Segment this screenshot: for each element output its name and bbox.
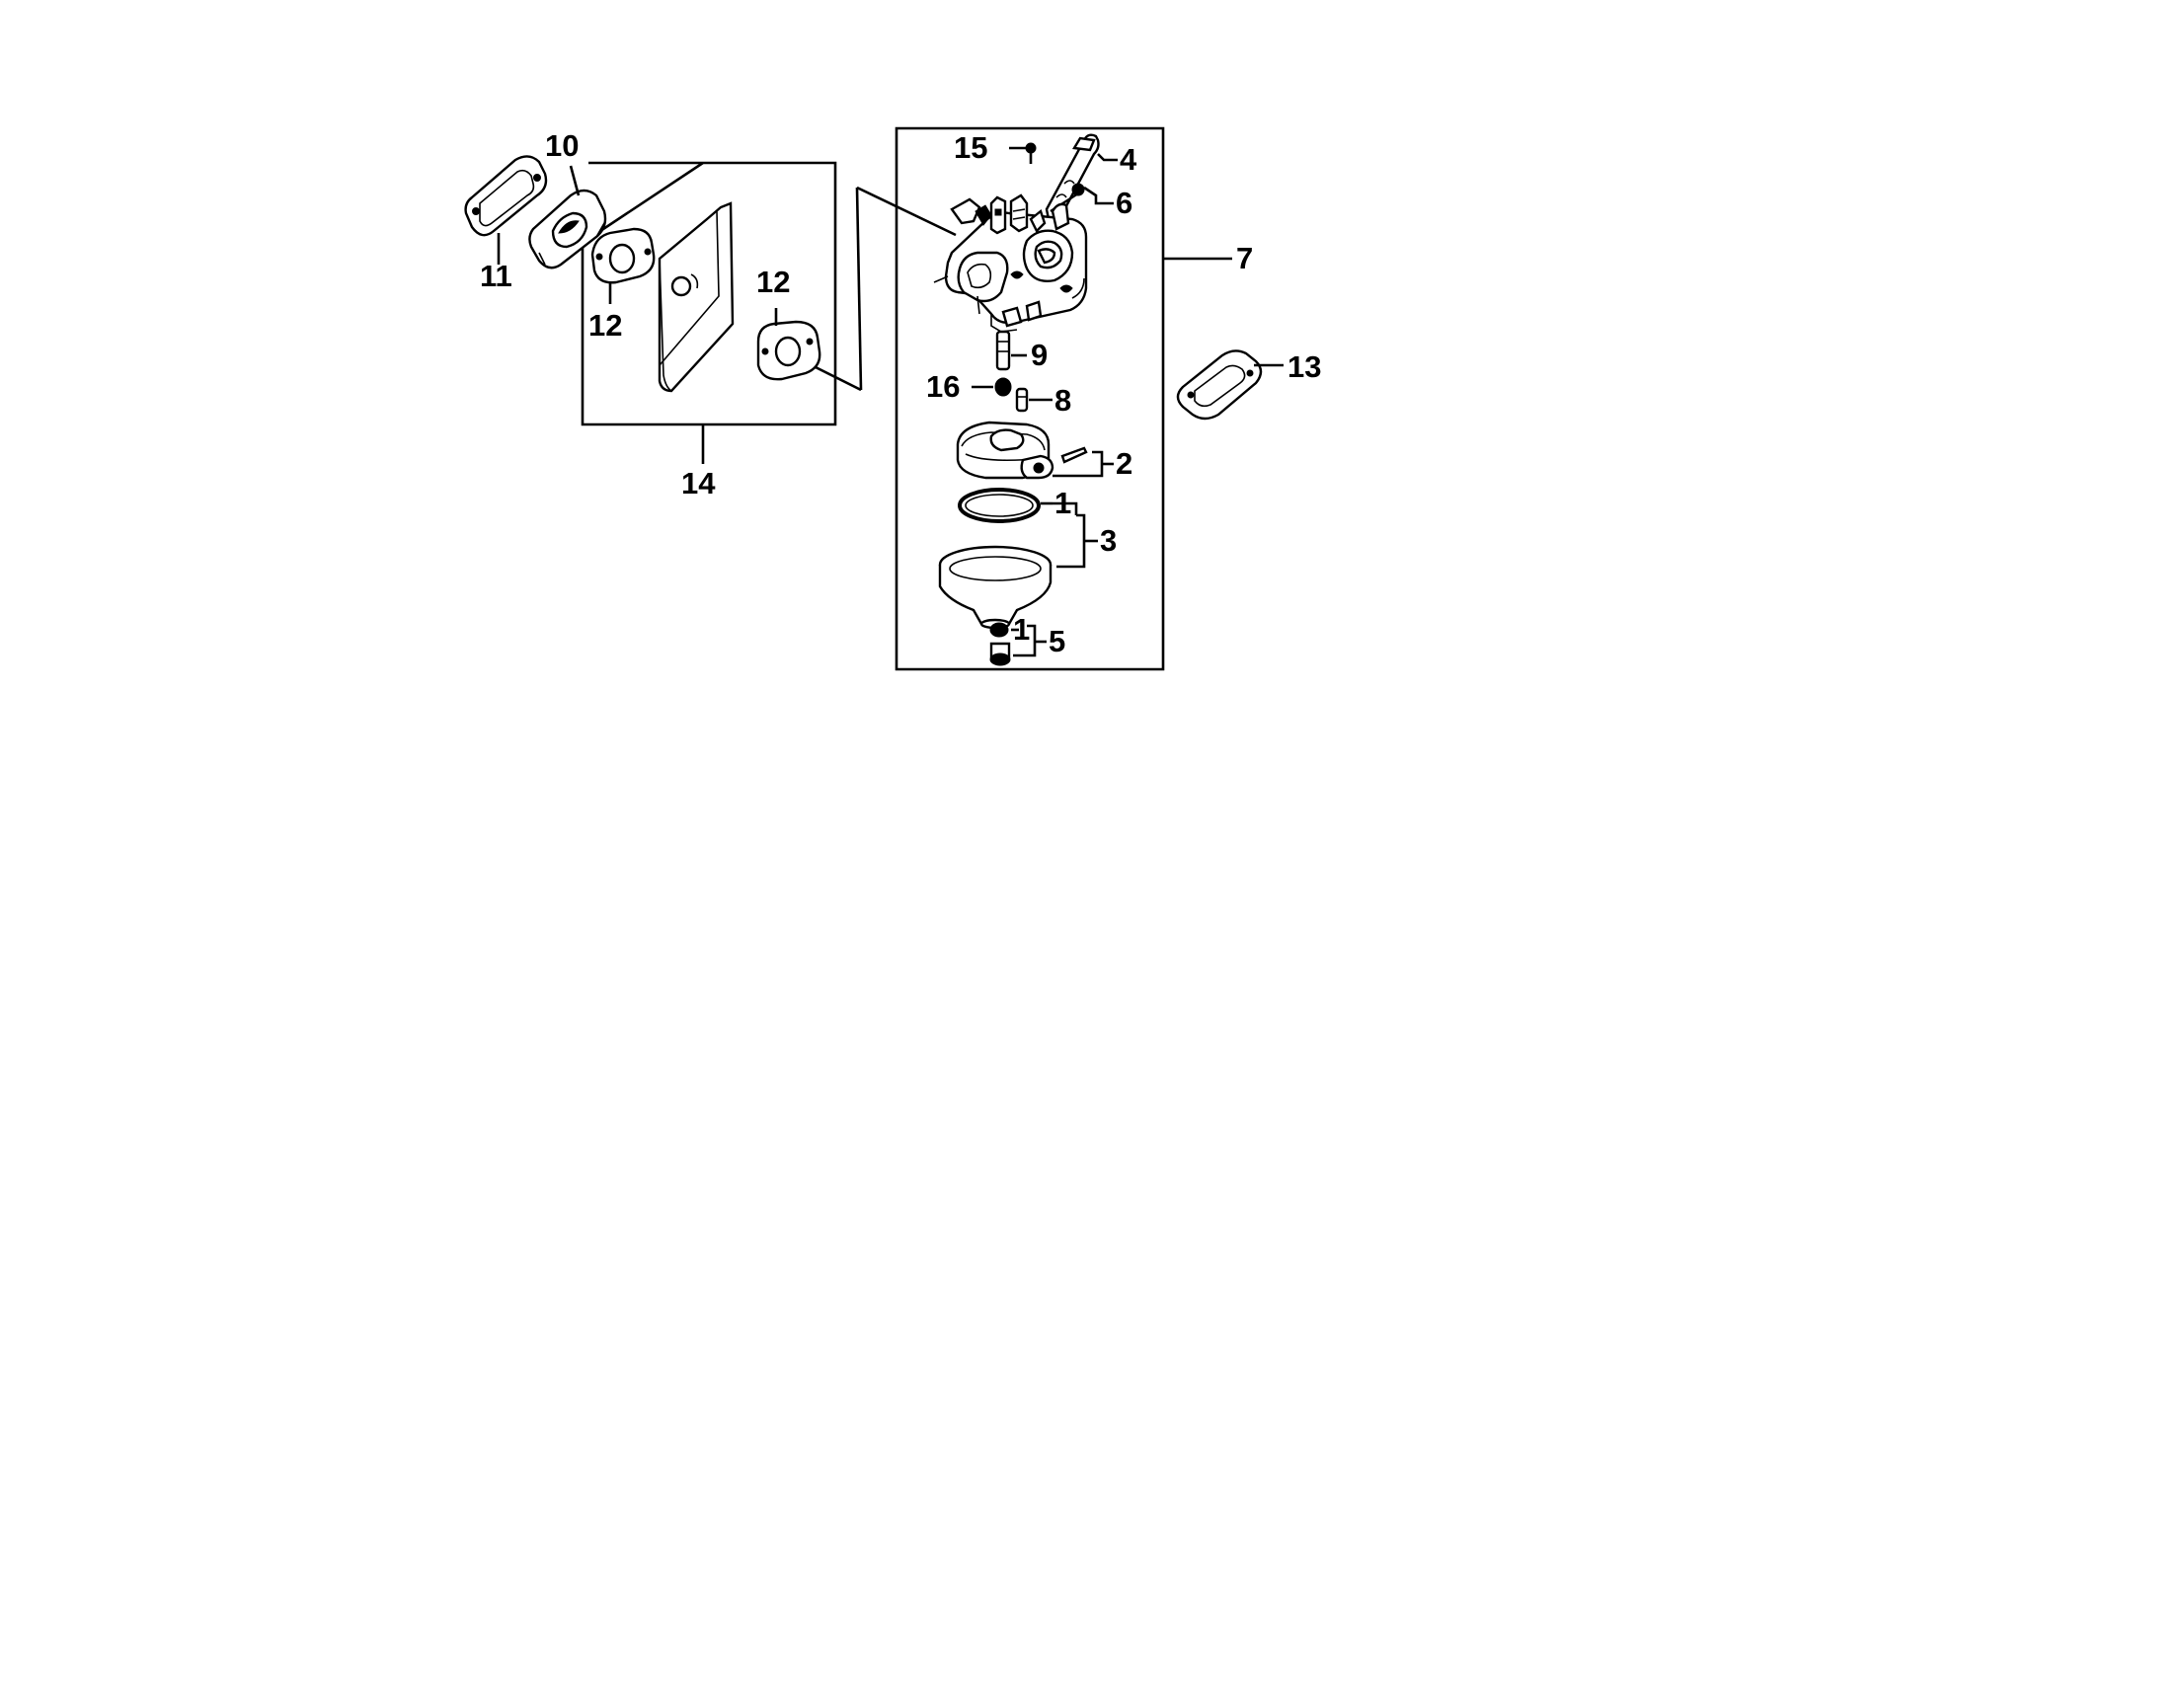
connector-lines: [807, 186, 957, 392]
heat-shield-14: [658, 201, 735, 393]
callout-3: 3: [1100, 523, 1117, 558]
insulator-10: [528, 165, 607, 269]
washer-1: [989, 622, 1019, 638]
callout-12-left: 12: [588, 308, 622, 343]
carburetor-body: [933, 193, 1088, 333]
callout-9: 9: [1031, 338, 1048, 372]
callout-13: 13: [1287, 349, 1321, 384]
screw-15: [1009, 142, 1037, 164]
o-ring-1-top: [958, 488, 1053, 523]
o-ring-16: [972, 377, 1012, 397]
callout-2: 2: [1116, 446, 1132, 481]
float-bowl-3: [938, 501, 1098, 630]
gasket-12-right: [756, 308, 821, 381]
callout-1-bottom: 1: [1013, 612, 1030, 647]
callout-12-right: 12: [756, 265, 790, 299]
callout-14: 14: [681, 466, 716, 500]
gasket-13: [1176, 349, 1284, 421]
callout-16: 16: [926, 369, 960, 404]
assembly-7-frame: [895, 126, 1232, 671]
jet-8: [1015, 387, 1053, 413]
callout-1-top: 1: [1054, 486, 1071, 520]
jet-9: [995, 330, 1027, 371]
callout-15: 15: [954, 130, 987, 165]
callout-10: 10: [545, 128, 579, 163]
screw-6: [1050, 183, 1114, 213]
float-pin-2: [1053, 446, 1114, 478]
gasket-12-left: [590, 227, 656, 304]
float: [956, 421, 1054, 480]
bolt-5: [989, 624, 1047, 666]
callout-8: 8: [1054, 383, 1071, 418]
callout-6: 6: [1116, 186, 1132, 220]
callout-7: 7: [1236, 241, 1253, 275]
callout-11: 11: [480, 259, 512, 293]
gasket-11: [464, 155, 548, 265]
callout-5: 5: [1049, 624, 1065, 658]
callout-4: 4: [1120, 142, 1137, 177]
